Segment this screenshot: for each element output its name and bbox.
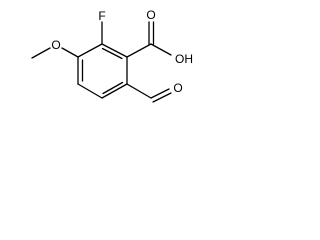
ring-bond-c4-c5	[77, 83, 103, 99]
ring-double-c1-c2	[101, 47, 123, 60]
bond-o-methyl	[31, 47, 51, 59]
bond-carboxyl-oh	[150, 43, 172, 56]
bond-c1-carboxyl	[126, 43, 152, 58]
carboxyl-oxygen-label: O	[146, 8, 155, 22]
bond-c3-o	[61, 47, 79, 58]
ring-double-c5-c6	[102, 81, 124, 95]
ring-bond-c5-c6	[101, 83, 128, 99]
bond-aldehyde-double-o-b	[152, 92, 172, 103]
hydroxyl-label: OH	[175, 52, 193, 66]
structure-diagram: F O O OH O	[31, 8, 193, 103]
methoxy-oxygen-label: O	[51, 38, 60, 52]
fluorine-label: F	[98, 9, 105, 23]
aldehyde-oxygen-label: O	[173, 81, 182, 95]
bond-c6-aldehyde	[126, 83, 152, 99]
bond-aldehyde-double-o-a	[150, 88, 170, 99]
ring-bond-c2-c3	[77, 43, 103, 58]
ring-bond-c1-c2	[101, 43, 128, 58]
